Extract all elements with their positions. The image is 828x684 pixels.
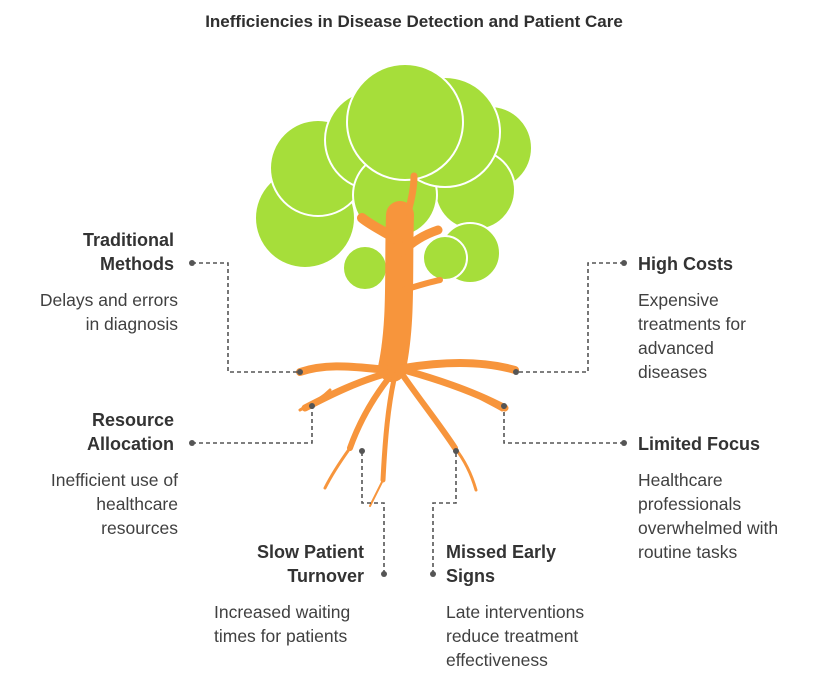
label-resource-allocation: Resource Allocation — [86, 410, 174, 454]
label-high-costs: High Costs — [638, 254, 734, 274]
page-title: Inefficiencies in Disease Detection and … — [205, 12, 623, 31]
label-traditional-methods: Traditional Methods — [82, 230, 174, 274]
desc-resource-allocation: Inefficient use of healthcare resources — [50, 470, 178, 538]
desc-slow-patient-turnover: Increased waiting times for patients — [214, 602, 351, 646]
connector-limited-focus — [503, 406, 624, 444]
connector-slow-patient-turnover — [361, 451, 385, 574]
connectors — [192, 262, 624, 574]
desc-traditional-methods: Delays and errors in diagnosis — [39, 290, 178, 334]
connector-missed-early-signs — [432, 451, 457, 574]
tree-trunk — [296, 172, 519, 507]
label-missed-early-signs: Missed Early Signs — [446, 542, 557, 586]
label-limited-focus: Limited Focus — [638, 434, 761, 454]
connector-dots — [189, 260, 627, 577]
desc-limited-focus: Healthcare professionals overwhelmed wit… — [638, 470, 779, 562]
desc-missed-early-signs: Late interventions reduce treatment effe… — [446, 602, 585, 670]
connector-resource-allocation — [192, 406, 313, 444]
connector-traditional-methods — [192, 262, 300, 373]
connector-high-costs — [516, 262, 624, 373]
desc-high-costs: Expensive treatments for advanced diseas… — [638, 290, 746, 382]
label-slow-patient-turnover: Slow Patient Turnover — [256, 542, 364, 586]
